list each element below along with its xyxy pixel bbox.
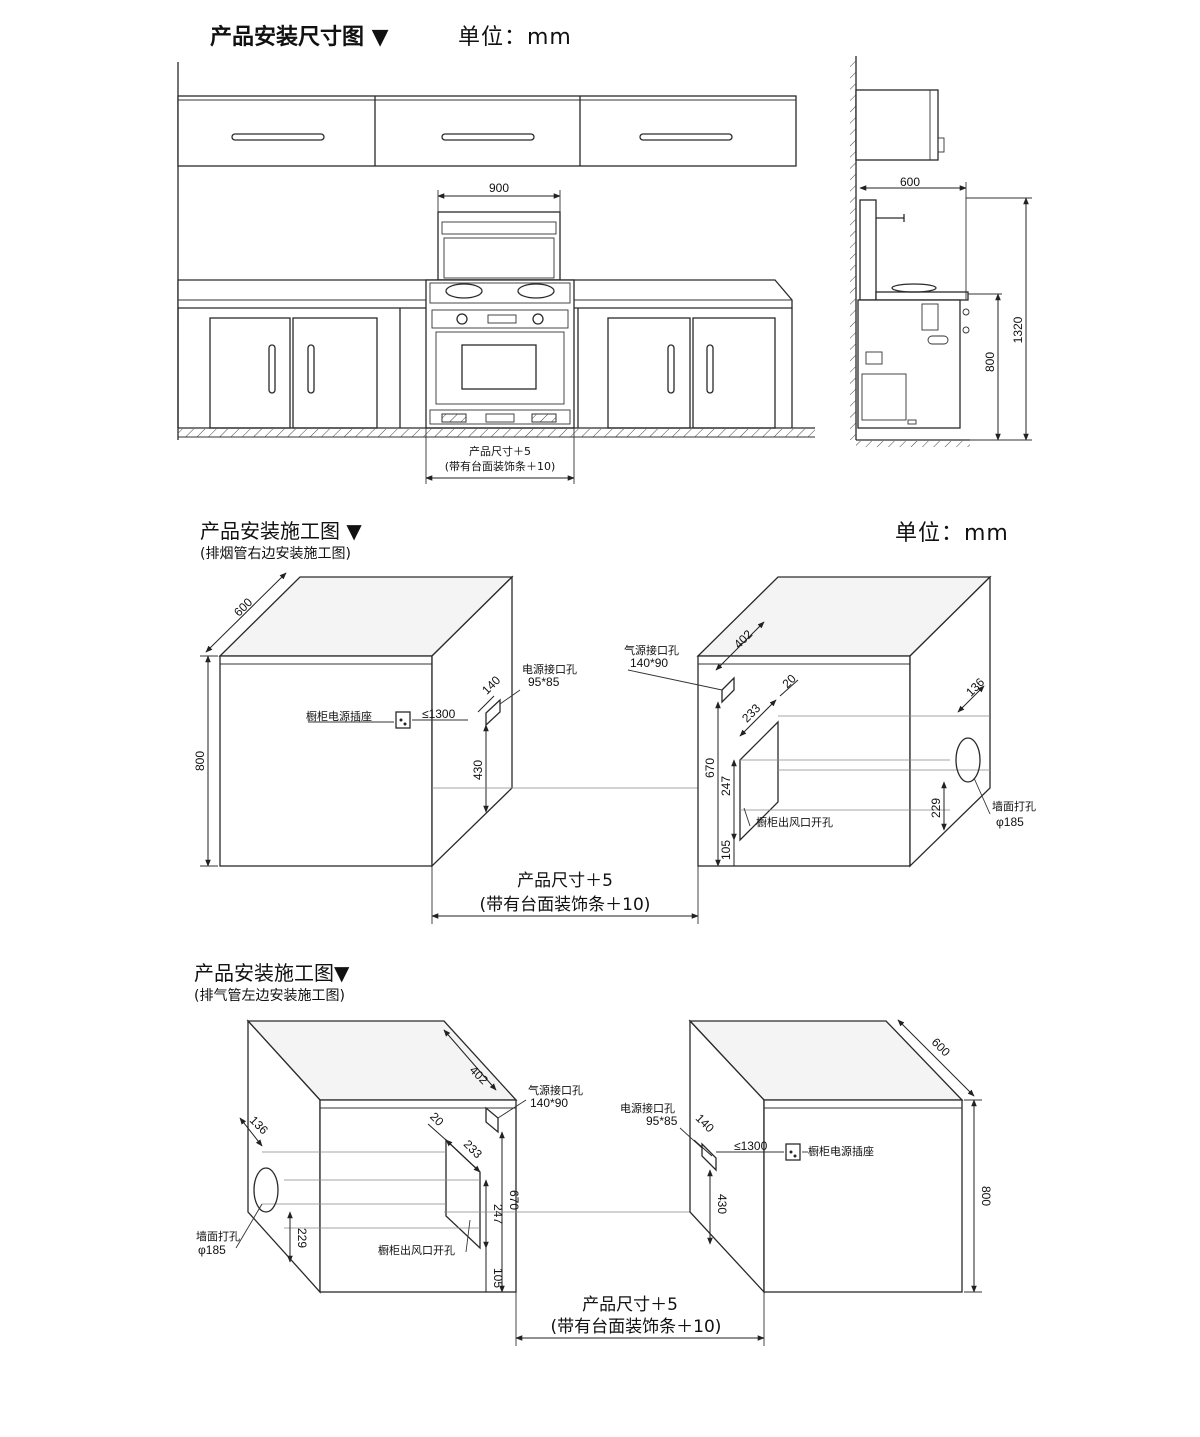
s3-socket-label: 橱柜电源插座	[808, 1144, 874, 1158]
section2-subtitle: (排烟管右边安装施工图)	[200, 546, 351, 562]
s2-dim-229: 229	[929, 798, 943, 818]
with-trim-label: (带有台面装饰条＋10)	[445, 459, 556, 473]
s3-power-hole-size: 95*85	[646, 1114, 678, 1128]
section3-title: 产品安装施工图▼	[194, 961, 350, 985]
s3-wall-hole-size: φ185	[198, 1243, 226, 1257]
side-elevation: 600 1320 800	[850, 56, 1032, 447]
product-size-label: 产品尺寸＋5	[469, 444, 531, 458]
section3-subtitle: (排气管左边安装施工图)	[194, 988, 345, 1004]
s2-with-trim-label: (带有台面装饰条＋10)	[480, 895, 651, 915]
s3-dim-105: 105	[491, 1268, 505, 1288]
s3-gas-hole-label: 气源接口孔	[528, 1083, 583, 1097]
s2-gas-hole-size: 140*90	[630, 656, 668, 670]
section3-header: 产品安装施工图▼ (排气管左边安装施工图)	[194, 961, 350, 1004]
front-elevation: 900 产品尺寸＋5 (带有台面装饰条＋10)	[177, 62, 815, 484]
s2-dim-670: 670	[703, 758, 717, 778]
s2-product-size: 产品尺寸＋5 (带有台面装饰条＋10)	[431, 866, 699, 924]
section1-unit: 单位：mm	[458, 25, 572, 50]
s3-right-dim-600: 600	[929, 1035, 953, 1059]
s3-left-cabinet: 402 气源接口孔 140*90 20 233 670 247 105 136 …	[196, 1019, 583, 1294]
s2-right-cabinet: 气源接口孔 140*90 402 20 233 670 247 105 橱柜出风…	[624, 575, 1036, 868]
s3-dim-1300: ≤1300	[734, 1139, 768, 1153]
side-dim-800: 800	[983, 352, 997, 372]
s2-gas-hole-label: 气源接口孔	[624, 643, 679, 657]
s2-wall-hole-label: 墙面打孔	[992, 799, 1036, 813]
s3-wall-hole-label: 墙面打孔	[196, 1229, 240, 1243]
s2-left-cabinet: 600 800 橱柜电源插座 ≤1300 电源接口孔 95*85 140 430	[193, 572, 577, 868]
s3-right-cabinet: 600 800 电源接口孔 95*85 140 ≤1300 橱柜电源插座 430	[620, 1019, 993, 1294]
s3-vent-label: 橱柜出风口开孔	[378, 1243, 455, 1257]
s2-dim-430: 430	[471, 760, 485, 780]
s3-dim-229: 229	[295, 1228, 309, 1248]
s3-product-size-label: 产品尺寸＋5	[582, 1295, 678, 1315]
section1-title: 产品安装尺寸图 ▼	[210, 24, 389, 50]
side-dim-1320: 1320	[1011, 316, 1025, 343]
dim-900: 900	[489, 181, 509, 195]
section2-header: 产品安装施工图 ▼ (排烟管右边安装施工图) 单位：mm	[200, 519, 1009, 562]
s3-dim-670: 670	[507, 1190, 521, 1210]
s2-dim-1300: ≤1300	[422, 707, 456, 721]
section2-unit: 单位：mm	[895, 521, 1009, 546]
s2-left-dim-800: 800	[193, 751, 207, 771]
s2-dim-105: 105	[719, 840, 733, 860]
side-dim-600: 600	[900, 175, 920, 189]
s2-wall-hole-size: φ185	[996, 815, 1024, 829]
s3-dim-247: 247	[491, 1204, 505, 1224]
s2-vent-label: 橱柜出风口开孔	[756, 815, 833, 829]
section2-title: 产品安装施工图 ▼	[200, 519, 362, 543]
s3-power-hole-label: 电源接口孔	[620, 1101, 675, 1115]
s2-socket-label: 橱柜电源插座	[306, 709, 372, 723]
s2-left-dim-600: 600	[231, 595, 255, 619]
s2-dim-247: 247	[719, 776, 733, 796]
s3-dim-430: 430	[715, 1194, 729, 1214]
section1-header: 产品安装尺寸图 ▼ 单位：mm	[210, 24, 572, 50]
s2-power-hole-label: 电源接口孔	[522, 662, 577, 676]
s3-product-size: 产品尺寸＋5 (带有台面装饰条＋10)	[515, 1292, 765, 1346]
s3-with-trim-label: (带有台面装饰条＋10)	[551, 1317, 722, 1337]
s2-product-size-label: 产品尺寸＋5	[517, 871, 613, 891]
s3-gas-hole-size: 140*90	[530, 1096, 568, 1110]
s3-right-dim-800: 800	[979, 1186, 993, 1206]
s2-power-hole-size: 95*85	[528, 675, 560, 689]
